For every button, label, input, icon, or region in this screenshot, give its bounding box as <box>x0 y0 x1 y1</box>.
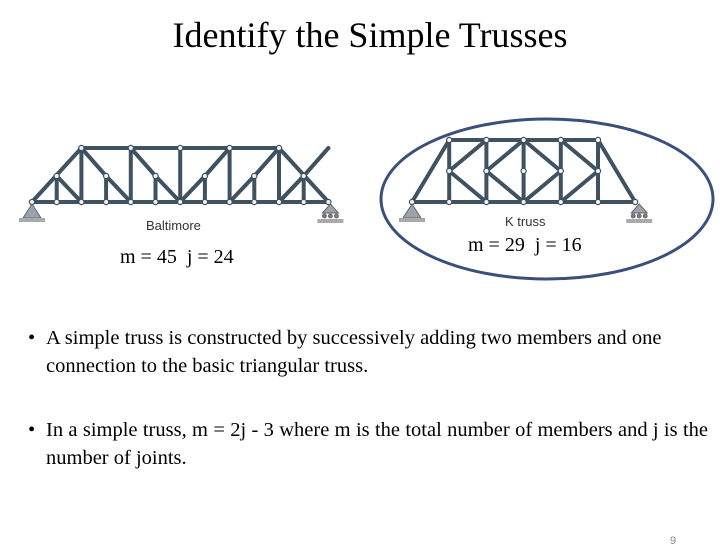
bullet-item: • In a simple truss, m = 2j - 3 where m … <box>28 416 708 472</box>
truss-joint <box>152 198 159 206</box>
truss-joint <box>483 167 490 175</box>
support-ground <box>19 218 45 222</box>
truss-joint <box>78 144 85 152</box>
truss-member <box>447 138 489 173</box>
truss-member <box>104 174 133 204</box>
support-ground <box>317 219 344 223</box>
support-ground <box>626 219 653 223</box>
truss-member <box>596 138 638 204</box>
truss-joint <box>226 144 233 152</box>
truss-joint <box>520 136 527 144</box>
roller-support <box>321 203 340 214</box>
truss-joint <box>78 198 85 206</box>
truss-joint <box>520 167 527 175</box>
truss-joint <box>446 136 453 144</box>
truss-member <box>484 169 526 204</box>
highlight-ellipse <box>379 117 715 281</box>
truss-joint <box>275 198 283 206</box>
truss-joint <box>201 172 209 180</box>
truss-joint <box>176 198 184 206</box>
page-number: 9 <box>670 535 677 547</box>
truss-joint <box>594 167 602 175</box>
truss-member <box>277 174 306 204</box>
pin-support <box>402 203 422 219</box>
bullet-marker: • <box>28 419 36 441</box>
truss-joint <box>176 144 184 152</box>
truss-joint <box>557 167 565 175</box>
roller <box>327 213 333 219</box>
truss-joint <box>520 198 527 206</box>
truss-member <box>178 174 207 204</box>
truss-member <box>558 138 600 173</box>
k-truss-label: K truss <box>505 214 546 229</box>
truss-joint <box>275 144 283 152</box>
roller <box>630 213 636 219</box>
truss-member <box>447 169 489 204</box>
support-ground <box>399 218 425 222</box>
bullet-text: A simple truss is constructed by success… <box>46 327 662 377</box>
bullet-marker: • <box>28 327 36 349</box>
roller-support <box>630 203 649 214</box>
truss-joint <box>483 198 490 206</box>
truss-joint <box>325 198 332 206</box>
truss-member <box>410 138 452 204</box>
truss-joint <box>152 172 159 180</box>
bullet-item: • A simple truss is constructed by succe… <box>28 324 708 380</box>
truss-joint <box>251 172 258 180</box>
truss-joint <box>557 198 565 206</box>
truss-member <box>301 146 331 178</box>
roller <box>321 213 327 219</box>
truss-diagrams: Baltimore K truss <box>19 117 715 281</box>
truss-joint <box>251 198 258 206</box>
truss-joint <box>446 198 453 206</box>
truss-joint <box>102 198 110 206</box>
k-truss-caption: m = 29 j = 16 <box>468 234 582 256</box>
truss-member <box>202 146 232 178</box>
truss-member <box>79 146 109 178</box>
truss-member <box>558 169 600 204</box>
truss-joint <box>594 136 602 144</box>
truss-joint <box>127 144 134 152</box>
truss-member <box>252 146 281 178</box>
truss-joint <box>632 198 639 206</box>
truss-member <box>521 138 563 173</box>
truss-joint <box>557 136 565 144</box>
truss-member <box>128 146 158 178</box>
truss-joint <box>127 198 134 206</box>
truss-member <box>484 138 526 173</box>
truss-joint <box>53 172 60 180</box>
slide-title: Identify the Simple Trusses <box>172 15 568 55</box>
baltimore-caption: m = 45 j = 24 <box>120 246 234 268</box>
k-truss <box>399 136 653 223</box>
roller <box>642 213 648 219</box>
truss-joint <box>53 198 60 206</box>
roller <box>636 213 642 219</box>
truss-joint <box>483 136 490 144</box>
truss-member <box>521 169 563 204</box>
baltimore-label: Baltimore <box>146 218 201 233</box>
truss-member <box>153 174 183 204</box>
truss-joint <box>446 167 453 175</box>
truss-joint <box>102 172 110 180</box>
roller <box>333 213 339 219</box>
truss-member <box>227 174 257 204</box>
truss-joint <box>201 198 209 206</box>
truss-joint <box>300 172 307 180</box>
truss-joint <box>300 198 307 206</box>
bullet-text: In a simple truss, m = 2j - 3 where m is… <box>46 419 708 469</box>
pin-support <box>22 203 42 219</box>
truss-member <box>54 174 84 204</box>
truss-joint <box>226 198 233 206</box>
baltimore-truss <box>19 144 344 223</box>
truss-joint <box>594 198 602 206</box>
